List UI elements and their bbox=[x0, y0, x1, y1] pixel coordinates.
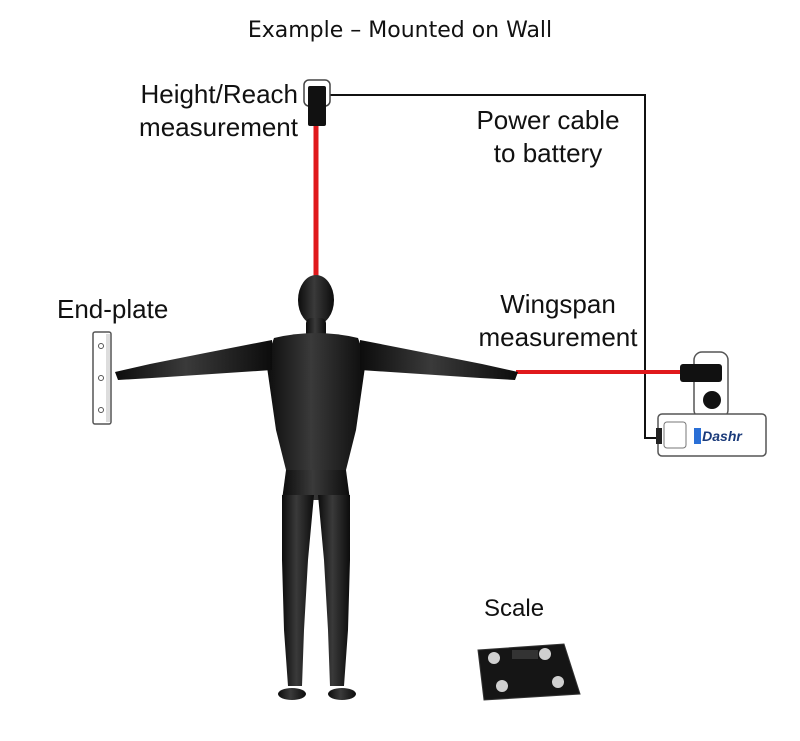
wingspan-label-line2: measurement bbox=[478, 321, 638, 352]
height-reach-label-line1: Height/Reach bbox=[140, 79, 298, 109]
diagram-title: Example – Mounted on Wall bbox=[247, 18, 553, 43]
end-plate-label: End-plate bbox=[57, 294, 169, 324]
height-sensor-icon bbox=[303, 79, 331, 126]
height-reach-label-line2: measurement bbox=[139, 111, 298, 142]
scale-label: Scale bbox=[484, 595, 545, 622]
power-cable-label-line1: Power cable bbox=[476, 105, 620, 135]
wingspan-label: Wingspan measurement bbox=[468, 288, 648, 353]
dashr-hub-icon: Dashr bbox=[656, 413, 767, 457]
hub-brand-text: Dashr bbox=[702, 428, 743, 444]
power-cable bbox=[328, 94, 658, 439]
bathroom-scale-icon bbox=[477, 643, 581, 701]
wingspan-sensor-icon bbox=[680, 351, 729, 419]
human-silhouette-icon bbox=[115, 275, 518, 700]
power-cable-label-line2: to battery bbox=[493, 137, 603, 168]
end-plate-icon bbox=[92, 331, 112, 425]
wingspan-label-line1: Wingspan bbox=[500, 289, 616, 319]
power-cable-label: Power cable to battery bbox=[463, 104, 633, 169]
height-reach-label: Height/Reach measurement bbox=[139, 78, 298, 143]
